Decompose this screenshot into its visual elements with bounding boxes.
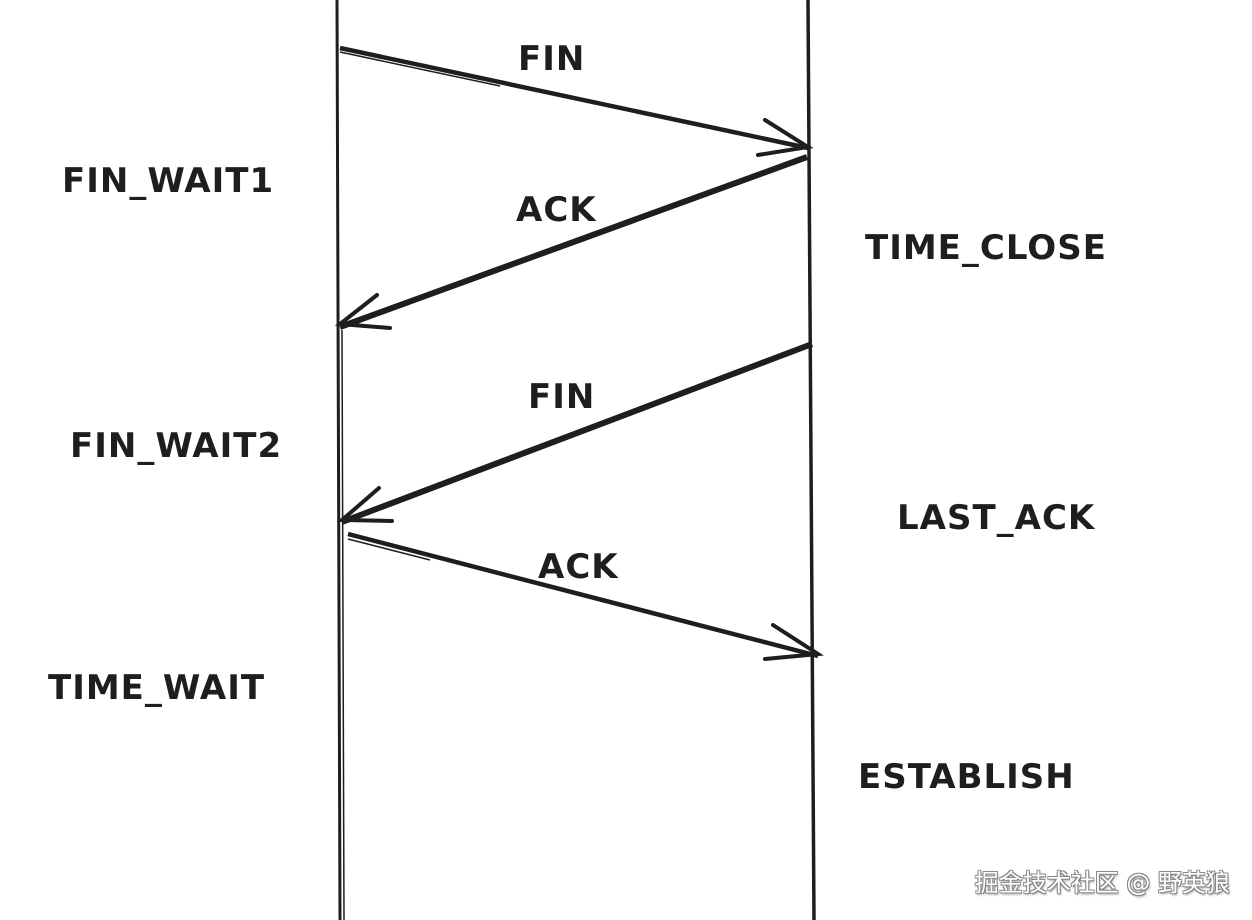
message-arrow-fin-2 — [336, 341, 814, 525]
server-state-establish: ESTABLISH — [858, 757, 1075, 797]
client-state-time-wait: TIME_WAIT — [48, 668, 265, 708]
client-state-fin-wait2: FIN_WAIT2 — [70, 426, 282, 466]
client-lifeline — [335, 0, 345, 920]
message-arrow-ack-1 — [334, 154, 809, 330]
message-label-ack-2: ACK — [538, 547, 619, 587]
message-label-fin-2: FIN — [528, 377, 595, 417]
message-arrow-fin-1 — [339, 45, 814, 157]
message-label-fin-1: FIN — [518, 39, 585, 79]
server-state-last-ack: LAST_ACK — [897, 498, 1096, 538]
server-lifeline — [806, 0, 816, 920]
client-state-fin-wait1: FIN_WAIT1 — [62, 161, 274, 201]
message-label-ack-1: ACK — [516, 190, 597, 230]
server-state-time-close: TIME_CLOSE — [865, 228, 1107, 268]
watermark: 掘金技术社区 @ 野英狼 — [974, 869, 1230, 897]
message-arrow-ack-2 — [347, 531, 824, 661]
